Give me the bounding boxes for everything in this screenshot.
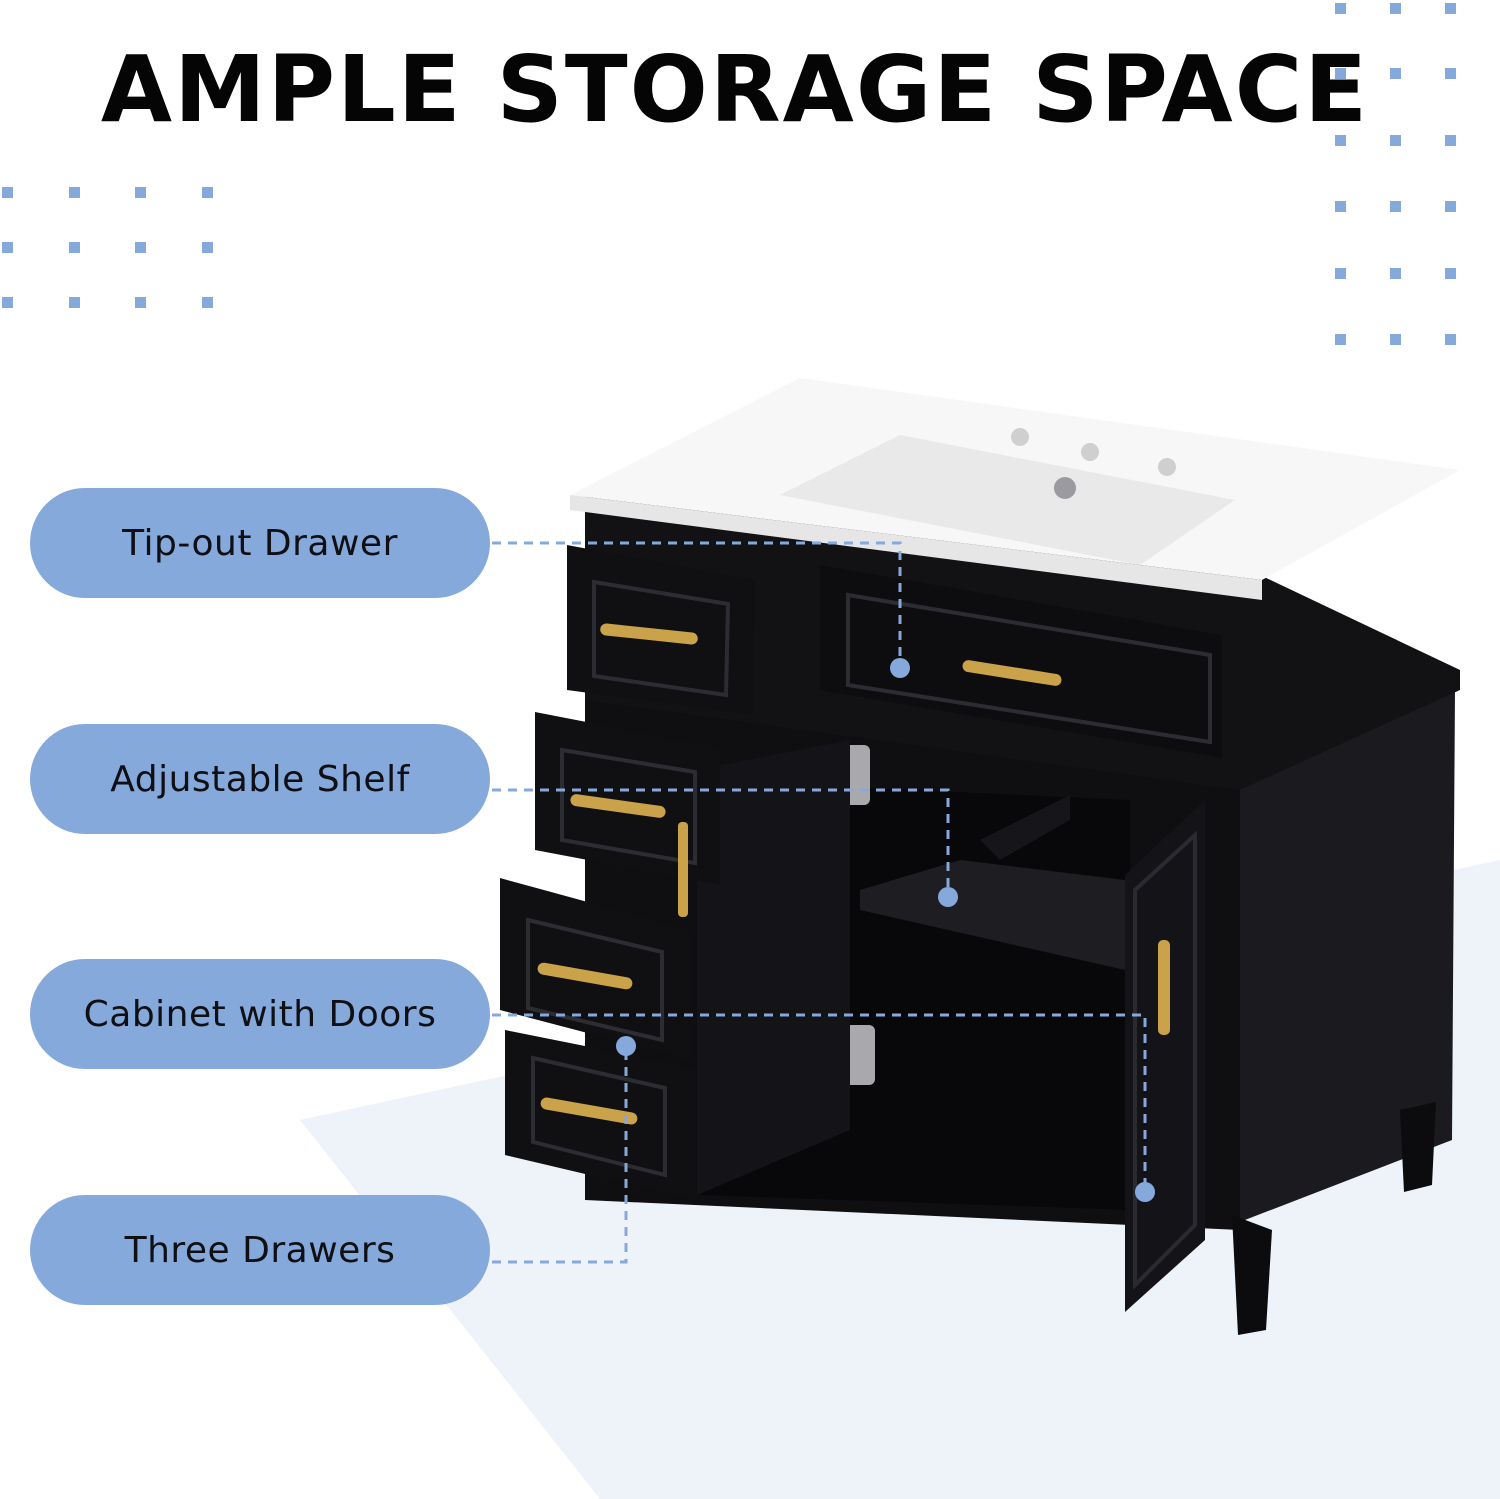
leader-adjustable-shelf (492, 788, 950, 897)
leader-cabinet-with-doors (492, 1013, 1147, 1192)
dot-grid-left (2, 187, 213, 308)
faucet-hole (1158, 458, 1176, 476)
callout-adjustable-shelf: Adjustable Shelf (30, 724, 490, 834)
drawer-2 (535, 712, 720, 917)
faucet-hole (1011, 428, 1029, 446)
leader-tip-out-drawer (492, 541, 902, 668)
door-handle (1158, 940, 1170, 1035)
leader-three-drawers (492, 1046, 628, 1264)
drawer-1 (567, 545, 755, 715)
callout-cabinet-with-doors: Cabinet with Doors (30, 959, 490, 1069)
left-door (697, 740, 850, 1195)
faucet-hole (1081, 443, 1099, 461)
basin (780, 435, 1235, 565)
adjustable-shelf (860, 860, 1125, 970)
callout-three-drawers: Three Drawers (30, 1195, 490, 1305)
callout-tip-out-drawer: Tip-out Drawer (30, 488, 490, 598)
leader-dots (616, 658, 1155, 1202)
page-title: AMPLE STORAGE SPACE (100, 36, 1370, 143)
leader-lines (492, 541, 1147, 1264)
drawer-4 (505, 1030, 695, 1200)
drain-icon (1054, 477, 1076, 499)
vanity-cabinet (500, 378, 1460, 1335)
dot-grid-right (1335, 3, 1456, 345)
tip-out-drawer (820, 565, 1222, 758)
